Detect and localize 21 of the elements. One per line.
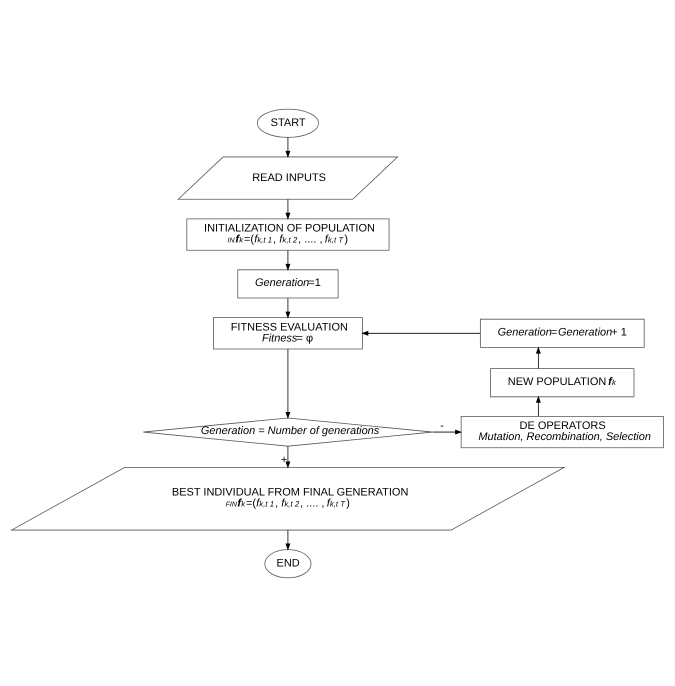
arrow xyxy=(285,529,290,550)
arrow xyxy=(361,330,481,336)
node-diamond: Generation = Number of generations xyxy=(142,417,433,446)
arrow xyxy=(285,198,290,220)
node-box: FITNESS EVALUATION Fitness= φ xyxy=(213,316,363,349)
arrow xyxy=(536,395,541,416)
node-box: Generation=Generation+ 1 xyxy=(480,318,645,348)
node-ellipse: START xyxy=(256,108,319,138)
node-ellipse: END xyxy=(264,548,312,578)
node-box: Generation=1 xyxy=(237,268,338,298)
node-box: NEW POPULATION fk xyxy=(490,368,634,397)
arrow xyxy=(432,429,462,434)
arrow xyxy=(536,346,541,368)
arrow xyxy=(285,136,290,158)
node-box: DE OPERATORS Mutation, Recombination, Selection xyxy=(460,416,664,448)
arrow xyxy=(285,250,290,270)
arrow xyxy=(285,297,290,318)
edge-label: + xyxy=(280,453,288,466)
arrow xyxy=(285,348,290,419)
arrow xyxy=(285,445,290,468)
edge-label: - xyxy=(440,420,444,432)
